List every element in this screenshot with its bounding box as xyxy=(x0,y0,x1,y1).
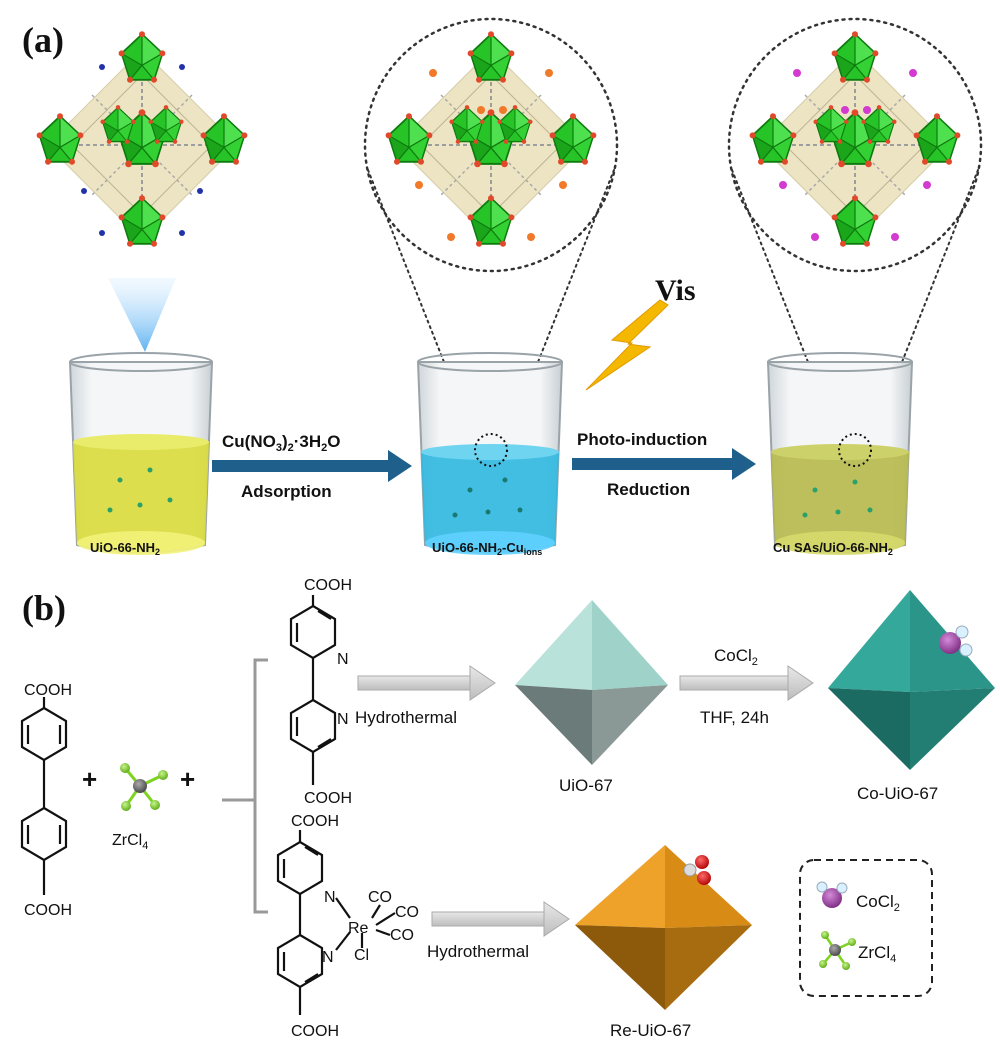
thf-label: THF, 24h xyxy=(700,708,769,727)
bipy-n1: N xyxy=(337,651,349,668)
hydrothermal-label-2: Hydrothermal xyxy=(427,942,529,961)
arrow-1-top-label: Cu(NO3)2·3H2O xyxy=(222,432,341,454)
zrcl4-label: ZrCl4 xyxy=(112,832,148,852)
hydrothermal-label-1: Hydrothermal xyxy=(355,708,457,727)
bipy-bottom-cooh: COOH xyxy=(304,790,352,807)
beaker-1-label: UiO-66-NH2 xyxy=(90,540,160,557)
bipy-top-cooh: COOH xyxy=(304,577,352,594)
vis-label: Vis xyxy=(655,274,696,307)
co-ligand-3: CO xyxy=(390,927,414,944)
plus-sign-1: + xyxy=(82,764,97,794)
beaker-3 xyxy=(766,352,914,555)
legend-box xyxy=(799,859,933,997)
linker-top-cooh: COOH xyxy=(24,682,72,699)
plus-sign-2: + xyxy=(180,764,195,794)
arrow-cocl2 xyxy=(679,665,814,701)
co-uio67-octahedron xyxy=(828,590,995,770)
arrow-hydrothermal-2 xyxy=(431,901,570,937)
beaker-3-label: Cu SAs/UiO-66-NH2 xyxy=(773,540,893,557)
reaction-bracket xyxy=(222,658,268,914)
bipyridine-dicarboxylic-acid xyxy=(289,595,337,785)
legend-zrcl4-label: ZrCl4 xyxy=(858,943,896,965)
arrow-2-top-label: Photo-induction xyxy=(577,430,707,449)
linker-bottom-cooh: COOH xyxy=(24,902,72,919)
beaker-2 xyxy=(416,352,564,555)
re-top-cooh: COOH xyxy=(291,813,339,830)
mof-structure-cu-sas xyxy=(750,31,961,247)
lightning-bolt-icon xyxy=(585,299,669,391)
arrow-hydrothermal-1 xyxy=(357,665,496,701)
cocl2-arrow-label: CoCl2 xyxy=(714,646,758,668)
zrcl4-molecule xyxy=(120,763,168,811)
mof-structure-uio66-nh2 xyxy=(37,31,248,247)
re-bipyridine-complex xyxy=(276,830,396,1015)
re-bottom-cooh: COOH xyxy=(291,1023,339,1040)
magnifier-lines xyxy=(367,169,979,449)
cl-ligand: Cl xyxy=(354,947,369,964)
arrow-reduction xyxy=(572,448,756,480)
bipy-n2: N xyxy=(337,711,349,728)
co-ligand-2: CO xyxy=(395,904,419,921)
panel-a-label: (a) xyxy=(22,20,64,60)
re-uio67-octahedron xyxy=(575,845,752,1010)
co-ligand-1: CO xyxy=(368,889,392,906)
mof-structure-cu-ions xyxy=(386,31,597,247)
biphenyl-dicarboxylic-acid xyxy=(20,697,68,895)
re-n2: N xyxy=(322,949,334,966)
arrow-2-bottom-label: Reduction xyxy=(607,480,690,499)
legend-cocl2-icon xyxy=(816,881,848,908)
panel-b-label: (b) xyxy=(22,588,66,628)
uio67-label: UiO-67 xyxy=(559,776,613,795)
uio67-octahedron xyxy=(515,600,668,765)
beaker-2-label: UiO-66-NH2-Cuions xyxy=(432,540,542,557)
legend-cocl2-label: CoCl2 xyxy=(856,892,900,914)
co-molecule-icon xyxy=(683,855,711,885)
arrow-1-bottom-label: Adsorption xyxy=(241,482,332,501)
re-uio67-label: Re-UiO-67 xyxy=(610,1021,691,1040)
legend-zrcl4-icon xyxy=(819,931,856,970)
re-atom: Re xyxy=(348,920,369,937)
arrow-adsorption xyxy=(212,450,412,482)
light-beam xyxy=(108,278,176,352)
beaker-1 xyxy=(68,352,214,555)
co-uio67-label: Co-UiO-67 xyxy=(857,784,938,803)
re-n1: N xyxy=(324,889,336,906)
cobalt-chloride-icon xyxy=(939,625,973,657)
